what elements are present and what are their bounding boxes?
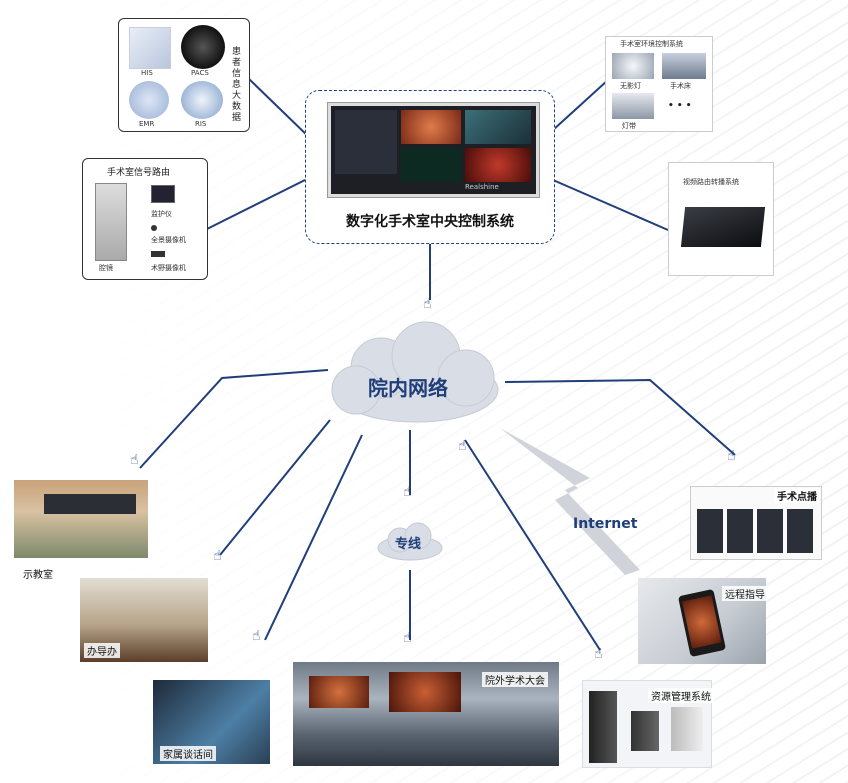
endoscope-label: 腔镜 (99, 264, 113, 272)
vod-thumbnails (697, 509, 815, 553)
hand-cursor-icon: ☝ (252, 628, 261, 644)
hand-cursor-icon: ☝ (403, 630, 412, 646)
hand-cursor-icon: ☝ (727, 448, 736, 464)
video-routing-title: 视频路由转播系统 (683, 178, 739, 186)
screen-brand: Realshine (465, 183, 499, 191)
light-strip-label: 灯带 (622, 122, 636, 130)
remote-guidance-label: 远程指导 (722, 586, 768, 601)
environment-control-box: 手术室环境控制系统 无影灯 手术床 灯带 • • • (605, 36, 713, 132)
patient-data-title: 患者信息大数据 (232, 47, 242, 123)
panoramic-camera-label: 全景摄像机 (151, 236, 186, 244)
video-router-device (680, 207, 766, 247)
emr-thumbnail (129, 81, 169, 119)
dedicated-line-cloud (377, 522, 443, 561)
surgical-light-thumbnail (612, 53, 654, 79)
hospital-network-cloud (331, 321, 499, 423)
line-vod (504, 378, 736, 456)
line-family (264, 434, 363, 641)
server-tower (589, 691, 617, 763)
field-camera-icon (151, 251, 165, 257)
field-camera-label: 术野摄像机 (151, 264, 186, 272)
conference-label: 院外学术大会 (482, 672, 548, 687)
conference-screen-center (389, 672, 461, 712)
panoramic-camera-icon (151, 225, 157, 231)
screen-vitals (401, 148, 461, 182)
hand-cursor-icon: ☝ (594, 646, 603, 662)
surgical-bed-label: 手术床 (670, 82, 691, 90)
hospital-network-label: 院内网络 (368, 376, 448, 400)
hand-cursor-icon: ☝ (130, 452, 139, 468)
classroom-screens (44, 494, 136, 514)
conference-screen-left (309, 676, 369, 708)
signal-routing-title: 手术室信号路由 (107, 168, 171, 178)
endoscope-tower (95, 183, 127, 261)
hand-cursor-icon: ☝ (213, 548, 222, 564)
patient-data-box: HIS PACS EMR RIS 患者信息大数据 (118, 18, 250, 132)
central-screen: Realshine (328, 103, 539, 197)
ris-label: RIS (195, 120, 207, 128)
his-label: HIS (141, 69, 153, 77)
his-thumbnail (129, 27, 171, 69)
internet-lightning (500, 428, 640, 575)
central-control-title: 数字化手术室中央控制系统 (346, 214, 514, 230)
ris-thumbnail (181, 81, 223, 119)
surgical-bed-thumbnail (662, 53, 706, 79)
office-label: 办导办 (84, 643, 120, 658)
dedicated-line-label: 专线 (395, 537, 422, 552)
surgical-light-label: 无影灯 (620, 82, 641, 90)
pacs-thumbnail (181, 25, 225, 69)
phone-device (677, 588, 727, 658)
storage-unit (631, 711, 659, 751)
classroom-label: 示教室 (20, 566, 56, 581)
hand-cursor-icon: ☝ (403, 484, 412, 500)
line-resource (464, 439, 601, 651)
line-office (219, 419, 331, 556)
screen-surgery-view-2 (465, 110, 531, 144)
pacs-label: PACS (191, 69, 209, 77)
phone-screen (682, 595, 722, 649)
classroom-photo (14, 480, 148, 558)
hand-cursor-icon: ☝ (458, 438, 467, 454)
video-routing-box: 视频路由转播系统 (668, 162, 774, 276)
vod-label: 手术点播 (774, 488, 820, 503)
line-his (247, 77, 313, 141)
central-control-box: Realshine 数字化手术室中央控制系统 (305, 90, 555, 244)
screen-endoscope-view (465, 148, 531, 182)
internet-label: Internet (573, 516, 638, 532)
line-video (552, 179, 669, 231)
line-classroom (139, 369, 329, 469)
environment-control-title: 手术室环境控制系统 (620, 40, 683, 48)
screen-menu-panel (335, 110, 397, 174)
hand-cursor-icon: ☝ (423, 296, 432, 312)
resource-system-label: 资源管理系统 (648, 688, 714, 703)
light-strip-thumbnail (612, 93, 654, 119)
storage-array (671, 707, 703, 751)
family-room-label: 家属谈话间 (160, 746, 216, 761)
line-signal (204, 179, 306, 231)
monitor-thumbnail (151, 185, 175, 203)
screen-surgery-view-1 (401, 110, 461, 144)
monitor-label: 监护仪 (151, 210, 172, 218)
signal-routing-box: 手术室信号路由 监护仪 全景摄像机 腔镜 术野摄像机 (82, 158, 208, 280)
emr-label: EMR (139, 120, 155, 128)
more-items: • • • (668, 101, 692, 111)
line-env (552, 79, 609, 131)
